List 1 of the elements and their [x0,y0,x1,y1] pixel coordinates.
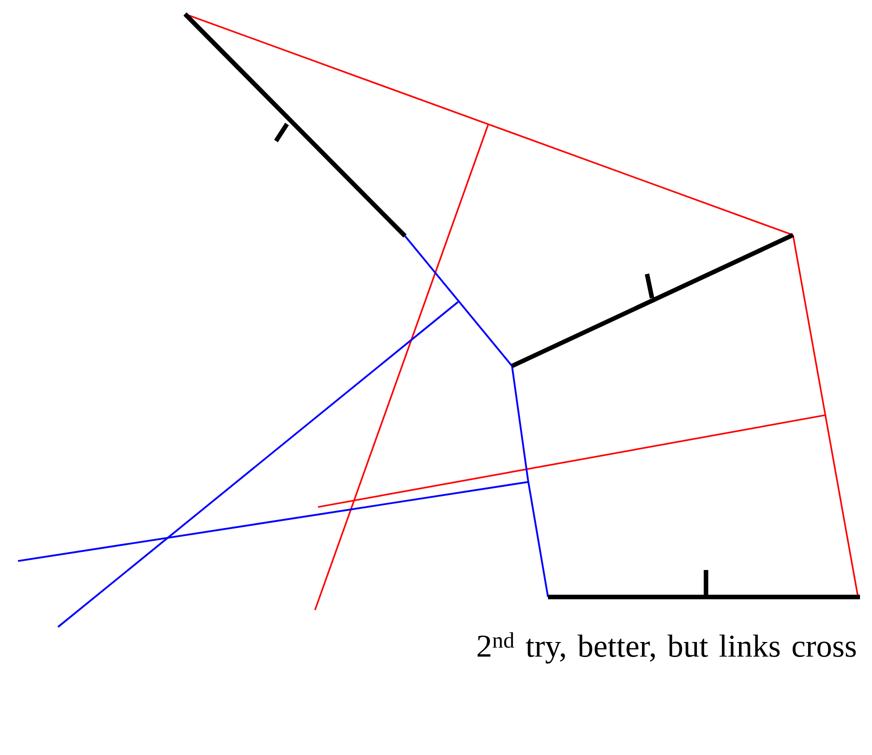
caption: 2$^{nd}$ try, better, but links cross [478,632,856,664]
